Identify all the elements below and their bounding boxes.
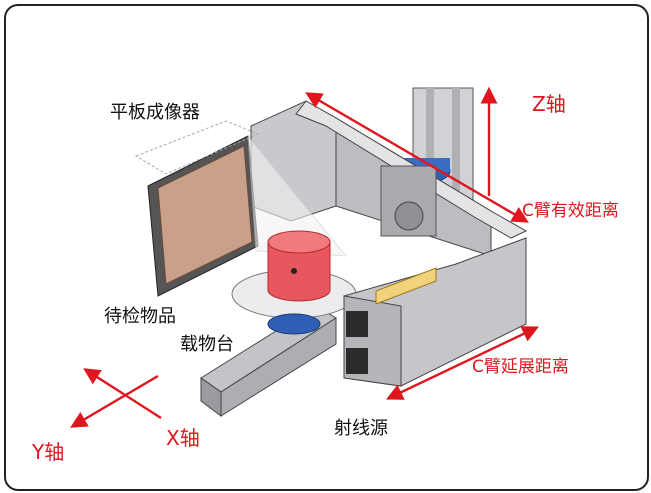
flat-panel-imager xyxy=(134,120,260,297)
c-arm-effective-arrow xyxy=(305,92,529,223)
x-axis-arrow xyxy=(83,368,162,420)
source-label: 射线源 xyxy=(334,418,388,439)
stage-label: 载物台 xyxy=(180,334,234,355)
c-arm-extension-label: C臂延展距离 xyxy=(472,357,569,377)
y-axis-label: Y轴 xyxy=(32,440,65,464)
c-arm-effective-label: C臂有效距离 xyxy=(522,201,619,221)
c-arm-extension-arrow xyxy=(385,326,540,400)
diagram-frame: 平板成像器 待检物品 载物台 射线源 Z轴 C臂有效距离 C臂延展距离 X轴 Y… xyxy=(4,4,649,491)
z-axis-label: Z轴 xyxy=(532,92,566,116)
x-axis-label: X轴 xyxy=(166,426,200,450)
y-axis-arrow xyxy=(70,374,159,428)
machine-illustration xyxy=(70,86,540,428)
flat-panel-label: 平板成像器 xyxy=(110,102,200,123)
object-under-test xyxy=(267,230,331,302)
object-label: 待检物品 xyxy=(104,306,176,327)
